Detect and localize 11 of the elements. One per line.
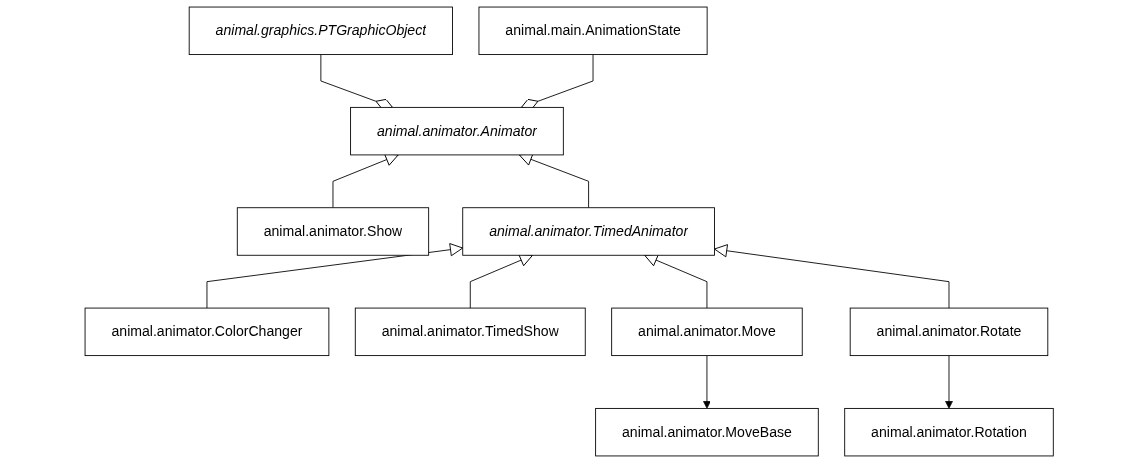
node-box: animal.animator.MoveBase — [595, 407, 819, 457]
node-box: animal.animator.Rotation — [844, 407, 1054, 457]
node-box: animal.animator.Rotate — [849, 307, 1049, 357]
node-box: animal.animator.TimedAnimator — [462, 207, 715, 256]
node-box: animal.graphics.PTGraphicObject — [188, 6, 453, 55]
node-box: animal.animator.Animator — [349, 106, 564, 156]
node-box: animal.animator.Move — [611, 307, 803, 357]
node-box: animal.main.AnimationState — [478, 6, 708, 55]
node-box: animal.animator.ColorChanger — [84, 307, 330, 357]
node-box: animal.animator.Show — [236, 207, 429, 256]
node-box: animal.animator.TimedShow — [354, 307, 586, 357]
